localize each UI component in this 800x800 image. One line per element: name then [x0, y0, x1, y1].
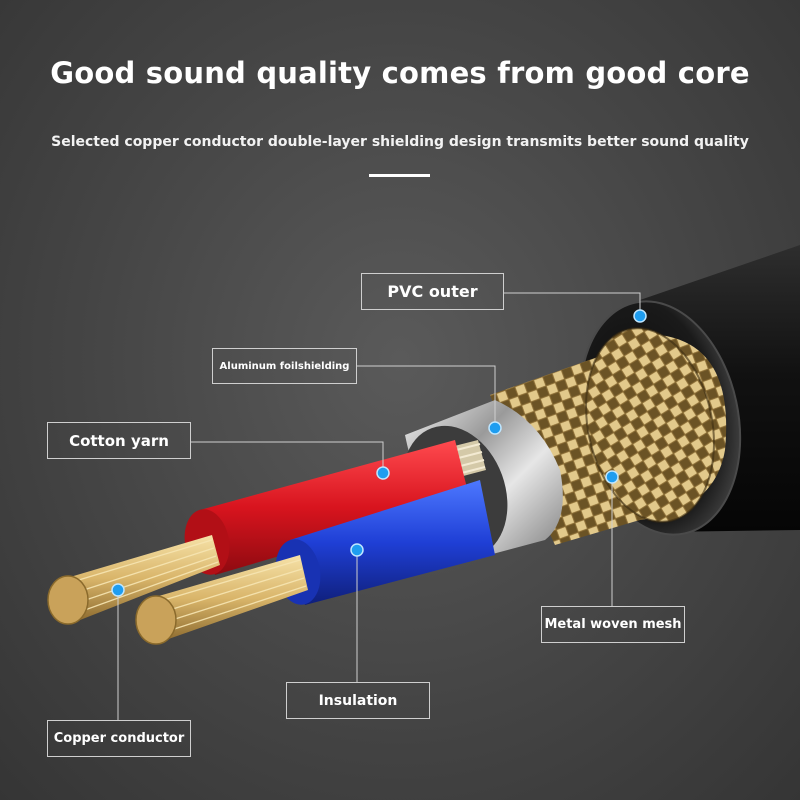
page-subtitle: Selected copper conductor double-layer s…: [51, 134, 749, 150]
label-cotton-yarn: Cotton yarn: [47, 422, 191, 459]
label-copper-conductor: Copper conductor: [47, 720, 191, 757]
label-insulation: Insulation: [286, 682, 430, 719]
marker-copper-conductor: [111, 583, 125, 597]
marker-pvc-outer: [633, 309, 647, 323]
blue-wire: [135, 480, 495, 645]
leader-lines: [117, 292, 641, 720]
label-aluminum-foil: Aluminum foilshielding: [212, 348, 357, 384]
page-title: Good sound quality comes from good core: [50, 56, 750, 90]
marker-aluminum-foil: [488, 421, 502, 435]
label-metal-woven-mesh: Metal woven mesh: [541, 606, 685, 643]
red-wire: [47, 440, 470, 625]
marker-metal-mesh: [605, 470, 619, 484]
marker-insulation: [350, 543, 364, 557]
marker-cotton-yarn: [376, 466, 390, 480]
label-pvc-outer: PVC outer: [361, 273, 504, 310]
title-divider: [369, 174, 430, 177]
marker-points: [111, 309, 647, 597]
